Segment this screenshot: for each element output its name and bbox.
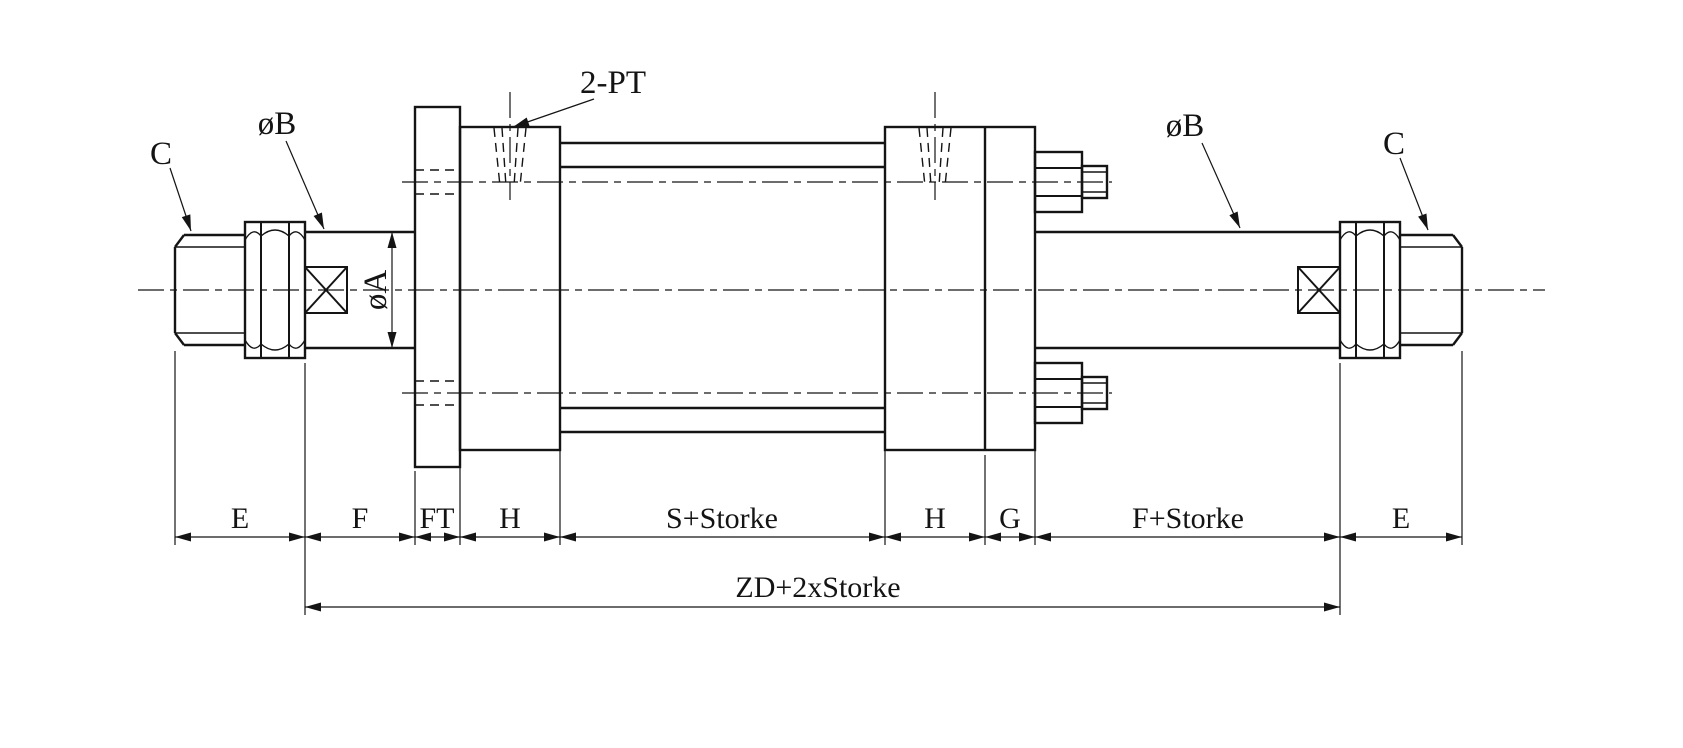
rear-head [883, 125, 1037, 452]
dim-label-e-right: E [1392, 502, 1410, 535]
tie-rod-stub-top-threads [1082, 171, 1107, 193]
left-rod-nut-faces [260, 222, 290, 358]
tie-rod-nuts [1033, 150, 1109, 425]
dim-label-e-left: E [231, 502, 249, 535]
tie-rod-nut-top-faces [1035, 167, 1082, 197]
right-piston-rod [1035, 230, 1340, 350]
left-c-leader-arrow [181, 214, 196, 233]
left-thread-stud [173, 233, 245, 347]
rod-diameter-arrow-up [387, 232, 397, 248]
right-thread-stud [1400, 233, 1464, 347]
rear-head-block [883, 125, 1037, 452]
left-wrench-flat [304, 266, 348, 314]
left-rod-diameter-label: øB [258, 106, 297, 142]
cylinder-tube [560, 141, 885, 434]
dim-label-s-stroke: S+Storke [666, 502, 778, 535]
left-nut-chamfer-arcs [244, 229, 306, 351]
port-leader-arrow [511, 117, 530, 132]
front-head-block [458, 125, 562, 452]
right-nut-chamfer-arcs [1339, 229, 1401, 351]
tie-rod-stub-bottom-threads [1082, 382, 1107, 404]
right-wrench-flat-cross [1297, 266, 1341, 314]
right-rod-nut-faces [1355, 222, 1385, 358]
left-ob-leader-arrow [313, 212, 329, 231]
left-piston-rod [305, 230, 415, 350]
right-thread-minor-lines [1400, 246, 1462, 334]
left-wrench-flat-cross [304, 266, 348, 314]
right-rod-end-assembly [1035, 220, 1464, 360]
right-rod-diameter-label: øB [1166, 108, 1205, 144]
front-flange [413, 105, 462, 469]
dim-label-f: F [352, 502, 369, 535]
front-head [458, 125, 562, 452]
left-thread-label: C [150, 136, 172, 172]
dimensions: E F FT H S+Storke H G F+Storke E ZD+2xSt… [174, 351, 1463, 615]
right-c-leader-arrow [1418, 213, 1433, 232]
rod-diameter-arrow-down [387, 332, 397, 348]
extension-lines [174, 351, 1463, 615]
dim-label-f-stroke: F+Storke [1132, 502, 1244, 535]
dim-label-overall: ZD+2xStorke [735, 571, 900, 604]
tube-wall-lines [560, 141, 885, 434]
flange-plate [413, 105, 462, 469]
dim-label-g: G [999, 502, 1021, 535]
dim-label-h-rear: H [924, 502, 946, 535]
dim-label-h-front: H [499, 502, 521, 535]
port-label: 2-PT [580, 65, 646, 101]
callouts: C øB 2-PT øA øB C [150, 65, 1433, 348]
tie-rod-stub-top [1080, 164, 1109, 200]
tie-rod-stub-bottom [1080, 375, 1109, 411]
right-thread-label: C [1383, 126, 1405, 162]
centerlines [138, 92, 1545, 394]
rod-diameter-label: øA [358, 270, 394, 311]
left-thread-minor-lines [175, 246, 245, 334]
right-rod-nut [1338, 220, 1402, 360]
tie-rod-nut-bottom-faces [1035, 378, 1082, 408]
flange-bolt-hole-hidden-lines [415, 169, 460, 406]
dim-label-ft: FT [419, 502, 454, 535]
right-ob-leader-arrow [1229, 211, 1245, 230]
left-rod-end-assembly [173, 220, 415, 360]
